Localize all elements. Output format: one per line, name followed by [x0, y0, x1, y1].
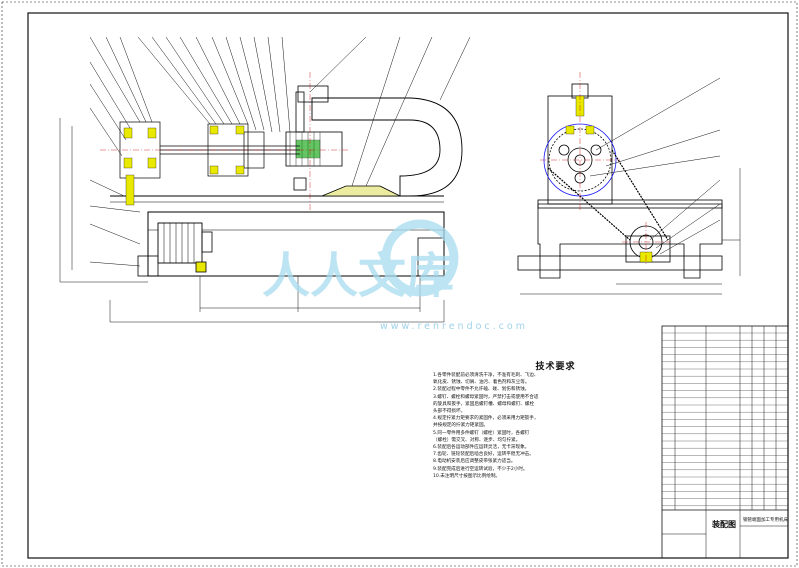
side-view	[517, 72, 741, 295]
drawing-title: 装配图	[712, 520, 736, 529]
requirement-line: 3.螺钉、螺栓和螺母紧固时，严禁打击或使用不合适	[433, 394, 539, 400]
parts-list-rows	[662, 332, 788, 506]
watermark-url: www.renrendoc.com	[380, 321, 528, 332]
watermark-text: 人人文库	[262, 248, 454, 304]
requirement-line: 10.未注明尺寸按图示比例绘制。	[433, 473, 501, 479]
requirement-line: 9.装配完成后进行空运转试验，不少于2小时。	[433, 466, 528, 472]
front-view	[59, 36, 471, 323]
requirement-line: 1.各零件装配前必须清洗干净，不准有毛刺、飞边、	[433, 373, 539, 378]
requirement-line: （螺栓）需交叉、对称、逐步、均匀拧紧。	[433, 437, 521, 443]
requirement-line: 氧化皮、锈蚀、切屑、油污、着色剂和灰尘等。	[433, 380, 530, 386]
requirement-line: 4.规定拧紧力矩要求的紧固件，必须采用力矩扳手，	[433, 416, 539, 422]
requirement-line: 头部不得损坏。	[433, 409, 466, 415]
watermark-logo: 人人文库	[262, 219, 459, 304]
title-block-note: 钢管端面加工专用机床	[743, 518, 788, 523]
title-block	[661, 325, 789, 559]
technical-requirements: 技术要求 1.各零件装配前必须清洗干净，不准有毛刺、飞边、 氧化皮、锈蚀、切屑、…	[433, 359, 658, 480]
requirement-line: 8.电动机安装后应调整皮带张紧力适当。	[433, 459, 516, 465]
requirement-line: 2.装配过程中零件不允许磕、碰、划伤和锈蚀。	[433, 387, 530, 393]
inner-frame	[27, 12, 789, 559]
requirement-line: 的旋具和扳手，紧固后螺钉槽、螺母和螺钉、螺栓	[433, 401, 535, 407]
requirement-line: 5.同一零件用多件螺钉（螺栓）紧固时，各螺钉	[433, 430, 530, 436]
requirement-line: 6.装配后各运动部件应运转灵活，无卡滞现象。	[433, 445, 530, 451]
requirement-line: 7.齿轮、链轮装配后啮合良好，运转平稳无冲击。	[433, 452, 534, 458]
technical-requirements-title: 技术要求	[535, 362, 576, 372]
requirement-line: 并按规定的拧紧力矩紧固。	[433, 423, 489, 429]
